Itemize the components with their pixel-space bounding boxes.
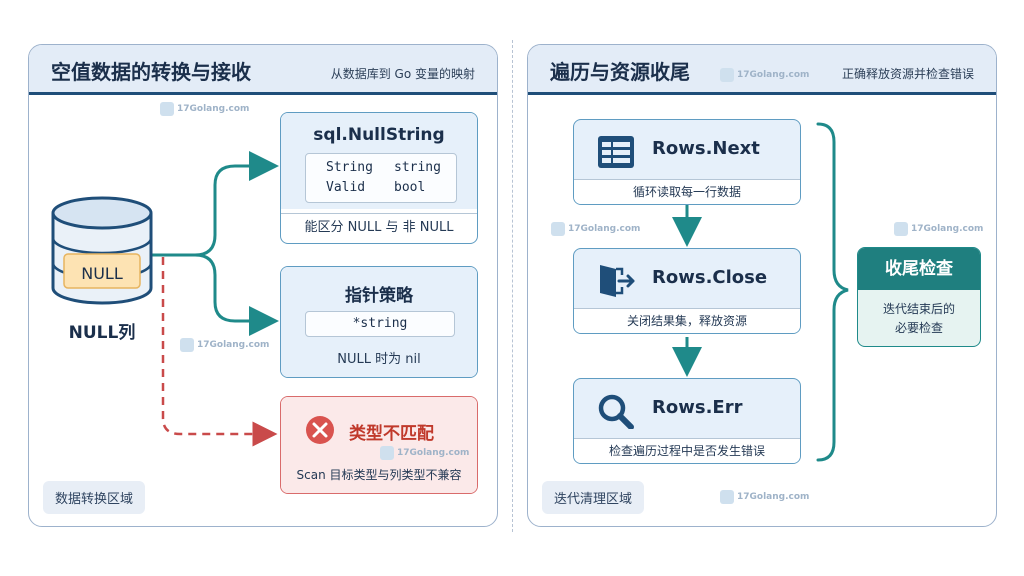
summary-title: 收尾检查 (858, 248, 980, 290)
db-label: NULL列 (68, 323, 136, 343)
conversion-panel-title: 空值数据的转换与接收 (51, 60, 251, 84)
iteration-zone-label: 迭代清理区域 (542, 481, 645, 514)
watermark-text: 17Golang.com (737, 70, 810, 80)
arrow-to-pointer (194, 253, 279, 336)
pointer-code: *string (305, 311, 455, 337)
summary-note-line: 迭代结束后的 (882, 302, 955, 316)
conversion-zone-label: 数据转换区域 (43, 481, 146, 514)
field-type: bool (394, 180, 426, 195)
watermark-logo-icon (720, 68, 734, 82)
nullstring-title: sql.NullString (313, 125, 445, 145)
watermark: 17Golang.com (720, 68, 809, 82)
field-type: string (394, 160, 441, 175)
watermark: 17Golang.com (380, 446, 469, 460)
field-name: Valid (326, 180, 366, 195)
database-cylinder-icon (51, 196, 153, 305)
field-name: String (326, 160, 373, 175)
watermark-text: 17Golang.com (177, 104, 250, 114)
panel-divider (512, 40, 513, 532)
summary-note-line: 必要检查 (894, 321, 943, 335)
conversion-panel-subtitle: 从数据库到 Go 变量的映射 (330, 67, 475, 81)
watermark-logo-icon (160, 102, 174, 116)
rows-err-title: Rows.Err (652, 397, 743, 418)
nullstring-struct: String string Valid bool (305, 153, 457, 203)
table-icon (598, 136, 634, 168)
watermark-text: 17Golang.com (397, 448, 470, 458)
watermark: 17Golang.com (720, 490, 809, 504)
pointer-title: 指针策略 (345, 286, 413, 306)
mismatch-note: Scan 目标类型与列类型不兼容 (296, 468, 462, 482)
rows-err-note: 检查遍历过程中是否发生错误 (574, 438, 800, 463)
summary-card: 收尾检查 迭代结束后的 必要检查 (857, 247, 981, 347)
watermark: 17Golang.com (551, 222, 640, 236)
rows-close-step: Rows.Close 关闭结果集，释放资源 (573, 248, 801, 334)
watermark-text: 17Golang.com (737, 492, 810, 502)
nullstring-note: 能区分 NULL 与 非 NULL (281, 213, 477, 243)
watermark-text: 17Golang.com (911, 224, 984, 234)
watermark-logo-icon (894, 222, 908, 236)
db-null-cell: NULL (81, 264, 123, 283)
exit-door-icon (600, 265, 635, 297)
watermark: 17Golang.com (160, 102, 249, 116)
error-x-icon (306, 416, 334, 444)
rows-next-title: Rows.Next (652, 138, 760, 159)
mismatch-title: 类型不匹配 (349, 424, 434, 444)
iteration-panel-title: 遍历与资源收尾 (550, 60, 690, 84)
rows-close-note: 关闭结果集，释放资源 (574, 308, 800, 333)
pointer-note: NULL 时为 nil (337, 352, 421, 367)
watermark-logo-icon (720, 490, 734, 504)
watermark-logo-icon (551, 222, 565, 236)
iteration-panel-header: 遍历与资源收尾 正确释放资源并检查错误 (528, 45, 996, 95)
mismatch-card: 类型不匹配 Scan 目标类型与列类型不兼容 (280, 396, 478, 494)
rows-next-step: Rows.Next 循环读取每一行数据 (573, 119, 801, 205)
nullstring-card: sql.NullString String string Valid bool … (280, 112, 478, 244)
summary-note: 迭代结束后的 必要检查 (858, 300, 980, 338)
watermark-logo-icon (180, 338, 194, 352)
pointer-card: 指针策略 *string NULL 时为 nil (280, 266, 478, 378)
arrow-to-mismatch (161, 257, 278, 447)
conversion-panel-header: 空值数据的转换与接收 从数据库到 Go 变量的映射 (29, 45, 497, 95)
watermark: 17Golang.com (180, 338, 269, 352)
arrow-to-nullstring (150, 151, 279, 257)
watermark-text: 17Golang.com (197, 340, 270, 350)
watermark-text: 17Golang.com (568, 224, 641, 234)
magnifier-icon (598, 394, 634, 429)
watermark-logo-icon (380, 446, 394, 460)
summary-brace (816, 122, 849, 462)
watermark: 17Golang.com (894, 222, 983, 236)
iteration-panel-subtitle: 正确释放资源并检查错误 (841, 67, 974, 81)
rows-next-note: 循环读取每一行数据 (574, 179, 800, 204)
rows-err-step: Rows.Err 检查遍历过程中是否发生错误 (573, 378, 801, 464)
rows-close-title: Rows.Close (652, 267, 768, 288)
